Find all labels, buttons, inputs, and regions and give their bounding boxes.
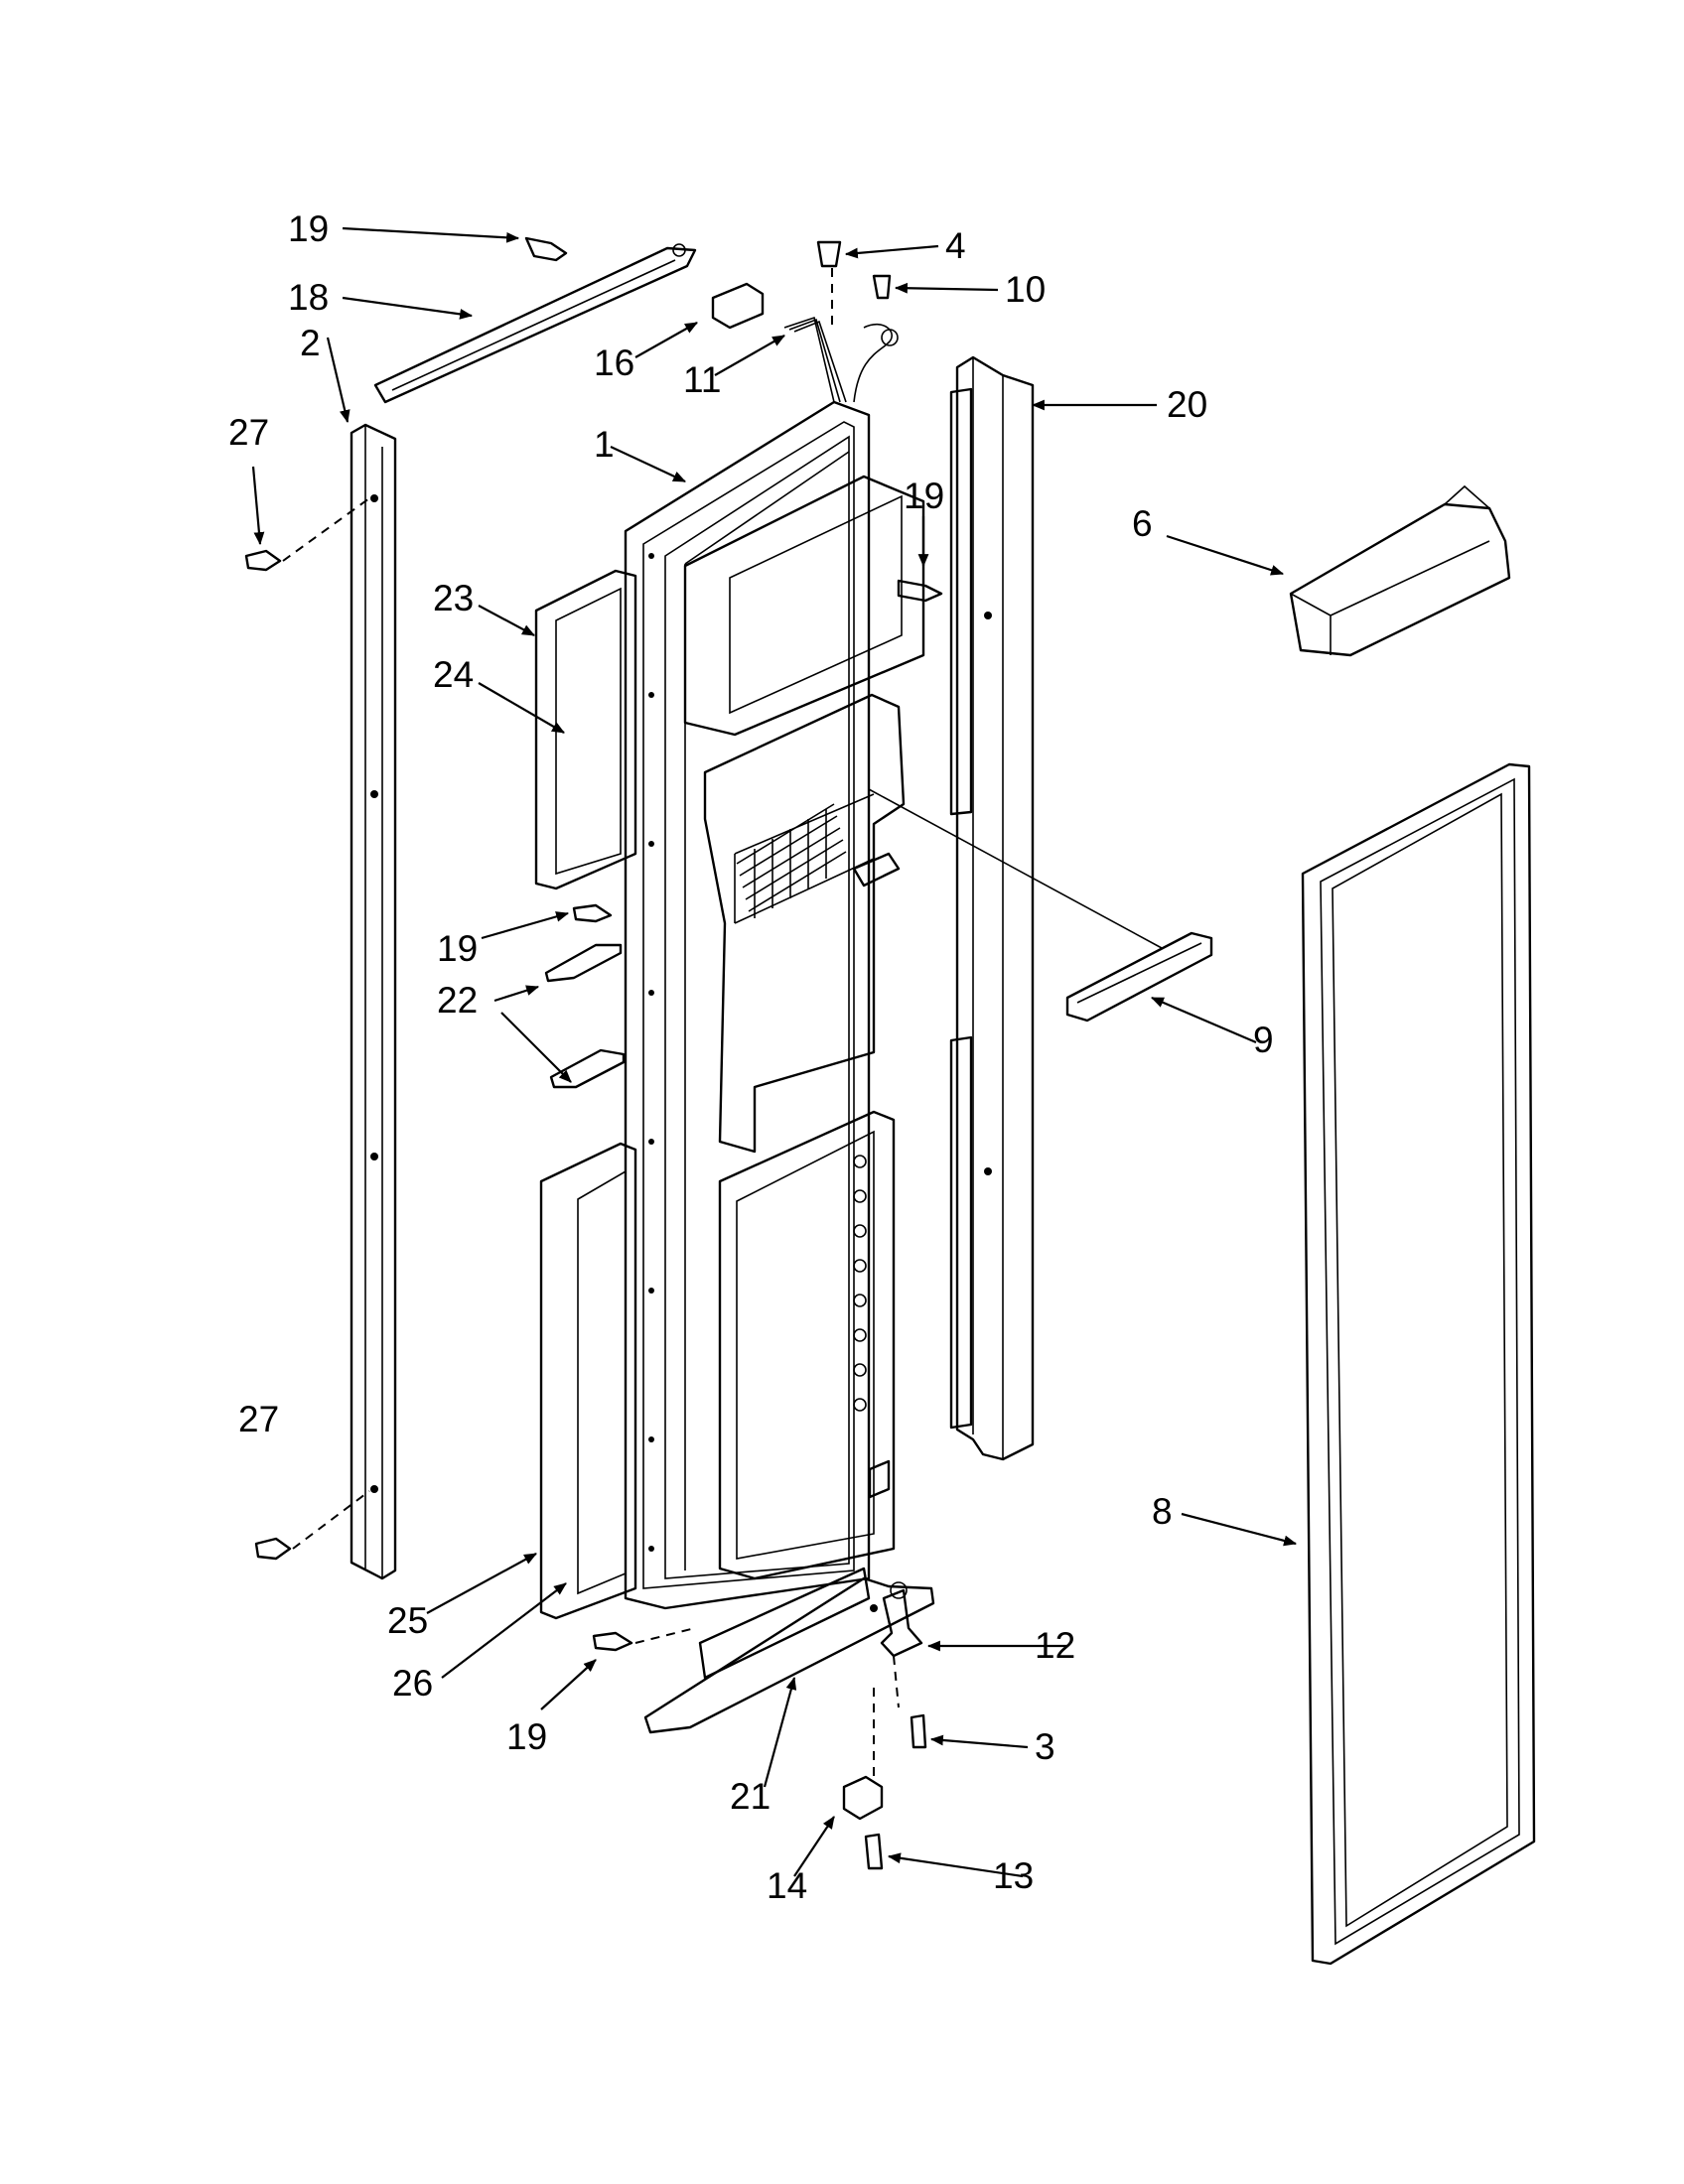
part-2-left-trim — [350, 423, 397, 1580]
callout-22: 22 — [437, 980, 478, 1021]
callout-20: 20 — [1167, 384, 1207, 425]
callout-3: 3 — [1035, 1726, 1055, 1767]
part-23-upper-panel — [534, 569, 637, 890]
connector-16 — [711, 282, 765, 330]
dispenser-grille — [736, 803, 847, 918]
callout-labels: 19 18 2 27 16 11 4 10 1 19 20 6 23 24 19… — [228, 208, 1274, 1906]
callout-26: 26 — [392, 1663, 433, 1704]
callout-4: 4 — [945, 225, 966, 266]
screw-19-top — [524, 236, 568, 262]
part-21-bottom-plate — [643, 1567, 935, 1734]
callout-19-mid: 19 — [437, 928, 478, 969]
screw-27-lower — [254, 1537, 292, 1561]
screw-19-mid — [572, 903, 613, 923]
screw-19-bottom — [592, 1631, 633, 1652]
callout-6: 6 — [1132, 503, 1153, 544]
callout-24: 24 — [433, 654, 474, 695]
part-20-right-trim — [949, 355, 1035, 1461]
callout-8: 8 — [1152, 1491, 1173, 1532]
part-9-bracket — [1065, 931, 1213, 1023]
screw-19-right — [897, 579, 943, 603]
callout-11: 11 — [683, 359, 721, 400]
assembly-lines — [282, 268, 1163, 1777]
callout-27-lower: 27 — [238, 1399, 279, 1439]
callout-13: 13 — [993, 1855, 1034, 1896]
part-25-lower-panel — [539, 1142, 637, 1620]
callout-19-right: 19 — [904, 476, 944, 516]
callout-18: 18 — [288, 277, 329, 318]
screw-13 — [864, 1833, 884, 1870]
plug-4 — [816, 240, 842, 268]
leader-arrows — [251, 226, 1298, 1878]
callout-1: 1 — [594, 424, 615, 465]
callout-19-bottom: 19 — [506, 1716, 547, 1757]
part-22-brackets — [544, 943, 626, 1089]
callout-25: 25 — [387, 1600, 428, 1641]
block-14 — [842, 1775, 884, 1821]
callout-27-upper: 27 — [228, 412, 269, 453]
part-6-shelf-bin — [1289, 484, 1511, 657]
callout-23: 23 — [433, 578, 474, 618]
wire-harness-11 — [783, 316, 893, 403]
screw-3 — [910, 1713, 927, 1749]
screw-27-upper — [244, 549, 282, 572]
callout-2: 2 — [300, 323, 321, 363]
callout-21: 21 — [730, 1776, 771, 1817]
part-8-gasket — [1301, 762, 1536, 1966]
callout-9: 9 — [1253, 1020, 1274, 1060]
screw-10 — [872, 274, 892, 300]
callout-10: 10 — [1005, 269, 1046, 310]
fasteners — [244, 236, 943, 1870]
callout-12: 12 — [1035, 1625, 1075, 1666]
part-1-door-liner — [624, 400, 925, 1610]
part-18-top-channel — [373, 243, 697, 404]
callout-16: 16 — [594, 342, 634, 383]
hinge-pin-12 — [880, 1588, 923, 1658]
callout-19-top: 19 — [288, 208, 329, 249]
callout-14: 14 — [767, 1865, 807, 1906]
